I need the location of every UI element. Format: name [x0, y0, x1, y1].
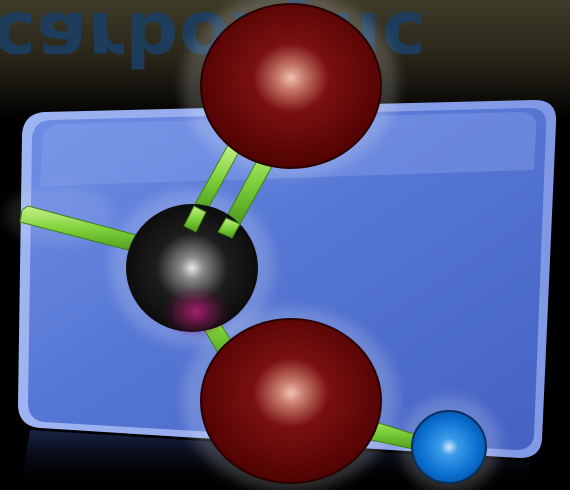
- blue-card: [18, 100, 557, 458]
- oxygen-atom-bottom: [200, 318, 382, 484]
- oxygen-atom-top: [200, 3, 382, 169]
- carbon-atom-center: [126, 204, 258, 338]
- bond-overlays: [183, 205, 241, 239]
- hydrogen-atom: [411, 410, 487, 484]
